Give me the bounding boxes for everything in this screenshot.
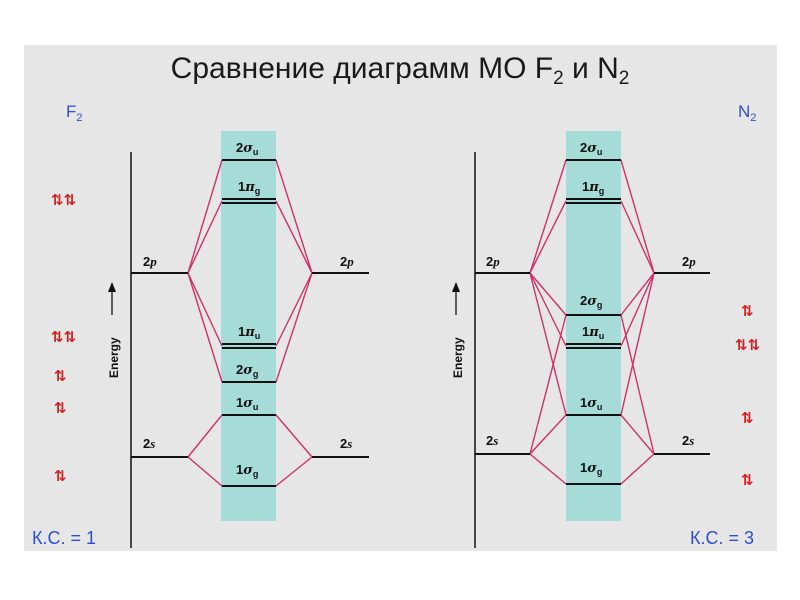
electron-pair-n2-1: ⇅ <box>741 302 754 320</box>
mo-band-f2 <box>221 131 276 521</box>
mo-label-2sigma-u-n2: 2σu <box>580 140 602 157</box>
ao-label-2p-right-f2: 2p <box>340 254 354 269</box>
electron-pairs-f2-2: ⇅⇅ <box>51 328 76 346</box>
mo-label-2sigma-u-f2: 2σu <box>236 140 258 157</box>
bond-order-n2: К.С. = 3 <box>690 528 755 548</box>
mo-levels-f2 <box>222 159 276 487</box>
ao-label-2p-left-f2: 2p <box>143 254 157 269</box>
ao-label-2p-right-n2: 2p <box>682 254 696 269</box>
molecule-label-n2: N2 <box>738 102 757 124</box>
mo-label-1sigma-g-f2: 1σg <box>236 462 258 479</box>
atomic-levels-f2 <box>131 272 369 458</box>
electron-pair-n2-4: ⇅ <box>741 471 754 489</box>
connectors-n2 <box>529 159 655 485</box>
mo-label-1sigma-g-n2: 1σg <box>580 460 602 477</box>
mo-label-1pi-g-f2: 1πg <box>238 179 260 196</box>
connectors-f2 <box>187 159 313 487</box>
mo-label-1pi-g-n2: 1πg <box>582 179 604 196</box>
bond-order-f2: К.С. = 1 <box>32 528 97 548</box>
svg-text:Energy: Energy <box>451 337 465 378</box>
electron-pairs-f2-1: ⇅⇅ <box>51 191 76 209</box>
diagram-panel <box>24 45 777 551</box>
ao-label-2p-left-n2: 2p <box>486 254 500 269</box>
mo-band-n2 <box>566 131 621 521</box>
ao-label-2s-right-f2: 2s <box>340 436 352 451</box>
electron-pair-f2-4: ⇅ <box>54 399 67 417</box>
mo-label-1pi-u-f2: 1πu <box>238 324 260 341</box>
mo-label-1pi-u-n2: 1πu <box>582 324 604 341</box>
molecule-label-f2: F2 <box>66 102 83 124</box>
svg-text:Energy: Energy <box>107 337 121 378</box>
slide-title: Сравнение диаграмм МО F2 и N2 <box>170 52 630 89</box>
energy-label-f2: Energy <box>107 282 121 378</box>
arrow-up-icon <box>452 282 460 292</box>
atomic-levels-n2 <box>475 272 710 455</box>
electron-pairs-n2-2: ⇅⇅ <box>735 336 760 354</box>
ao-label-2s-right-n2: 2s <box>682 433 694 448</box>
electron-pair-f2-3: ⇅ <box>54 367 67 385</box>
ao-label-2s-left-n2: 2s <box>486 433 498 448</box>
electron-pair-n2-3: ⇅ <box>741 409 754 427</box>
energy-label-n2: Energy <box>451 282 465 378</box>
mo-label-2sigma-g-f2: 2σg <box>236 362 258 379</box>
electron-pair-f2-5: ⇅ <box>54 467 67 485</box>
mo-label-1sigma-u-f2: 1σu <box>236 395 258 412</box>
mo-label-2sigma-g-n2: 2σg <box>580 293 602 310</box>
arrow-up-icon <box>108 282 116 292</box>
mo-label-1sigma-u-n2: 1σu <box>580 395 602 412</box>
ao-label-2s-left-f2: 2s <box>143 436 155 451</box>
mo-levels-n2 <box>566 159 621 485</box>
